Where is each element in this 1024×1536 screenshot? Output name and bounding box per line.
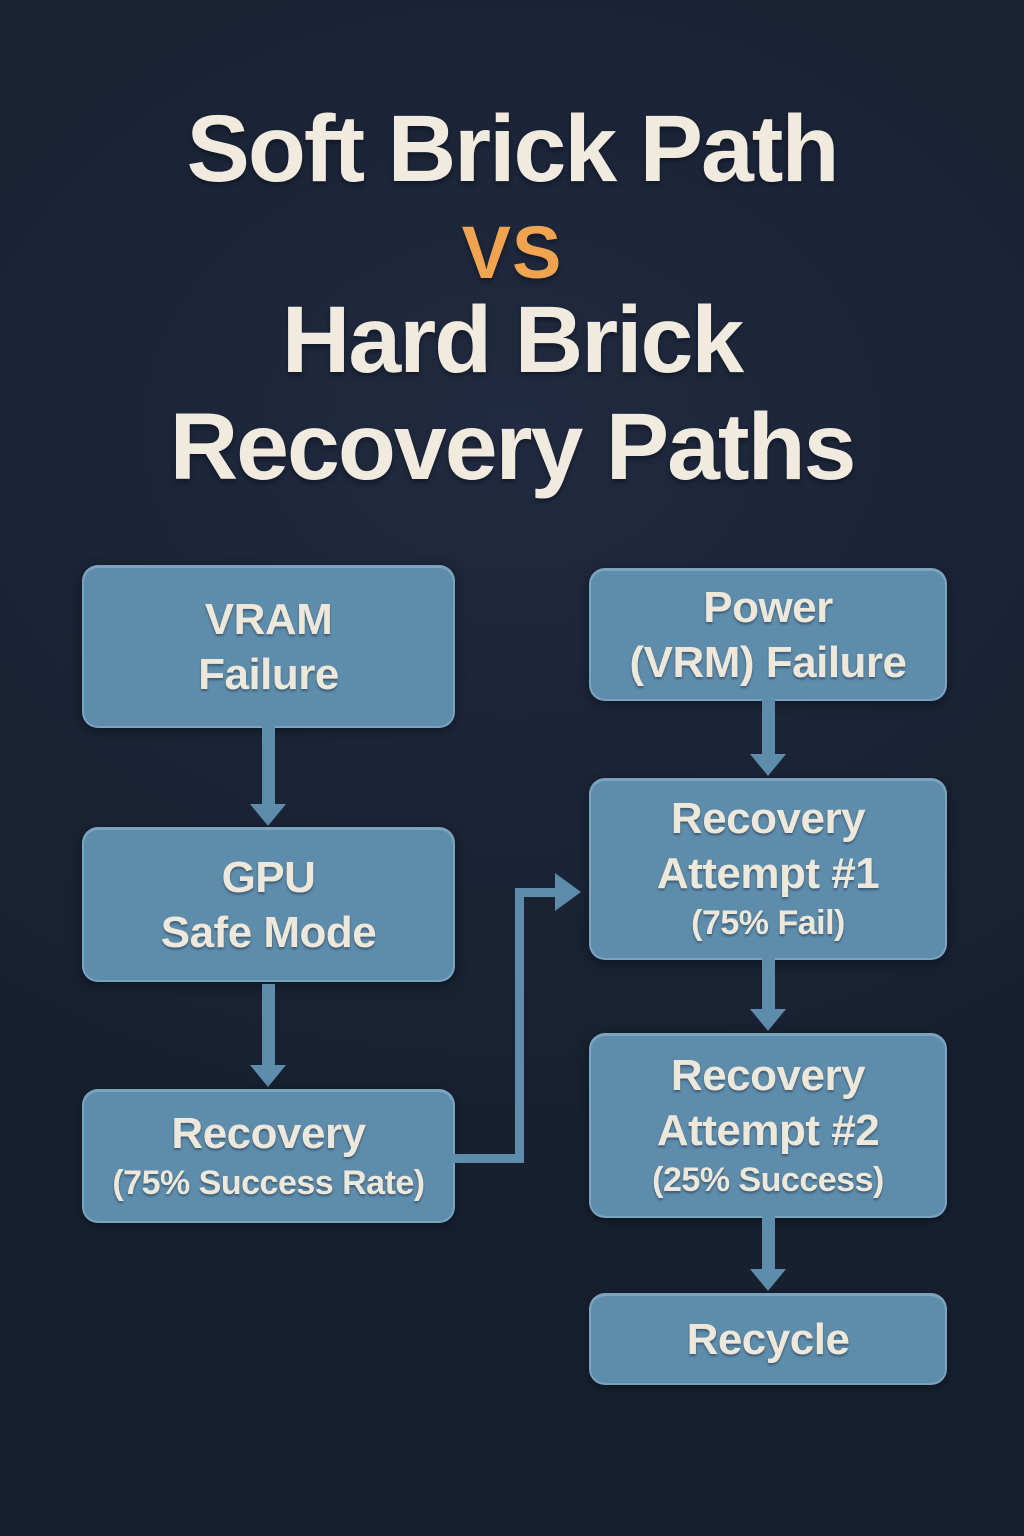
node-label: Attempt #1 — [656, 849, 880, 899]
node-sublabel: (75% Fail) — [691, 904, 845, 943]
connector-recovery-to-attempt1-horizontal-1 — [450, 1154, 522, 1163]
connector-recovery-to-attempt1-horizontal-2 — [515, 888, 557, 897]
arrow-attempt2-to-recycle-stem — [762, 1216, 775, 1271]
node-sublabel: (25% Success) — [652, 1160, 884, 1199]
node-recycle: Recycle — [589, 1293, 947, 1385]
node-label: Recovery — [670, 794, 866, 844]
node-label: Recovery — [171, 1108, 366, 1158]
node-label: Safe Mode — [160, 907, 377, 957]
node-recovery: Recovery (75% Success Rate) — [82, 1089, 455, 1223]
arrow-power-to-attempt1-head-icon — [750, 754, 786, 776]
arrow-gpu-to-recovery-head-icon — [250, 1065, 286, 1087]
node-label: GPU — [221, 852, 316, 902]
title-recovery-paths: Recovery Paths — [169, 394, 857, 500]
node-gpu-safe-mode: GPU Safe Mode — [82, 827, 455, 982]
node-recovery-attempt-1: Recovery Attempt #1 (75% Fail) — [589, 778, 947, 960]
node-sublabel: (75% Success Rate) — [112, 1163, 425, 1202]
node-label: VRAM — [204, 594, 333, 644]
arrow-vram-to-gpu-head-icon — [250, 804, 286, 826]
arrow-vram-to-gpu-stem — [262, 726, 275, 806]
arrow-attempt1-to-attempt2-stem — [762, 958, 775, 1011]
node-label: Power — [703, 582, 833, 632]
node-power-vrm-failure: Power (VRM) Failure — [589, 568, 947, 701]
node-label: Failure — [198, 649, 339, 699]
arrow-attempt1-to-attempt2-head-icon — [750, 1009, 786, 1031]
title-vs: VS — [461, 211, 563, 294]
node-label: Attempt #2 — [656, 1105, 880, 1155]
connector-recovery-to-attempt1-vertical — [515, 888, 524, 1163]
arrow-power-to-attempt1-stem — [762, 699, 775, 756]
arrow-attempt2-to-recycle-head-icon — [750, 1269, 786, 1291]
node-label: Recycle — [686, 1314, 850, 1364]
node-label: Recovery — [670, 1050, 866, 1100]
arrow-gpu-to-recovery-stem — [262, 984, 275, 1067]
node-vram-failure: VRAM Failure — [82, 565, 455, 728]
node-recovery-attempt-2: Recovery Attempt #2 (25% Success) — [589, 1033, 947, 1218]
connector-recovery-to-attempt1-head-icon — [555, 873, 581, 911]
node-label: (VRM) Failure — [629, 637, 907, 687]
title-hard-brick: Hard Brick — [281, 287, 744, 393]
title-soft-brick-path: Soft Brick Path — [186, 96, 840, 202]
